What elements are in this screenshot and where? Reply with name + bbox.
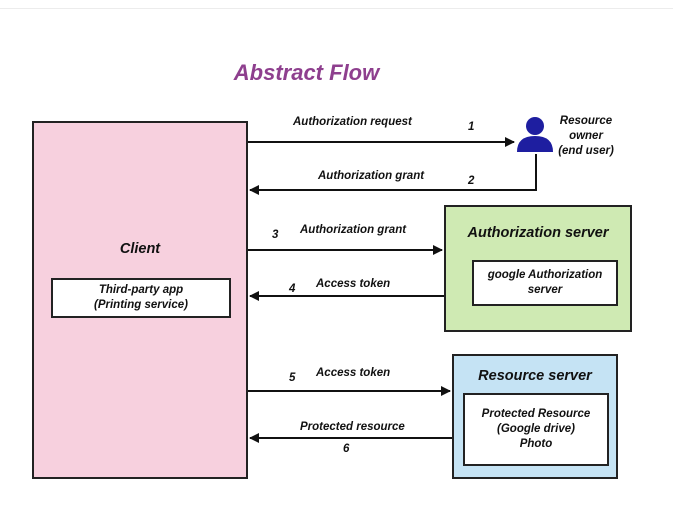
step-3-label: Authorization grant [300,224,407,236]
authorization-server-box: Authorization server google Authorizatio… [444,205,632,332]
client-app-box: Third-party app (Printing service) [51,278,231,318]
step-5-number: 5 [289,372,296,384]
resource-server-title: Resource server [478,368,592,384]
resource-owner-label: Resource owner (end user) [558,115,614,157]
step-5-label: Access token [316,367,391,379]
user-icon [517,117,553,152]
step-2-number: 2 [468,175,475,187]
resource-server-box: Resource server Protected Resource (Goog… [452,354,618,479]
step-6-label: Protected resource [300,421,405,433]
client-box: Client Third-party app (Printing service… [32,121,248,479]
diagram-title: Abstract Flow [233,60,380,85]
step-1-label: Authorization request [293,116,412,128]
client-title: Client [119,241,161,257]
step-3-number: 3 [272,229,279,241]
authorization-server-title: Authorization server [467,225,609,241]
step-2-label: Authorization grant [318,170,425,182]
step-6-number: 6 [343,443,350,455]
google-authorization-server-box: google Authorization server [472,260,618,306]
step-4-number: 4 [289,283,296,295]
protected-resource-box: Protected Resource (Google drive) Photo [463,393,609,466]
step-1-number: 1 [468,121,475,133]
arrow-2-authorization-grant [249,154,537,195]
step-4-label: Access token [316,278,391,290]
top-divider [0,8,673,9]
